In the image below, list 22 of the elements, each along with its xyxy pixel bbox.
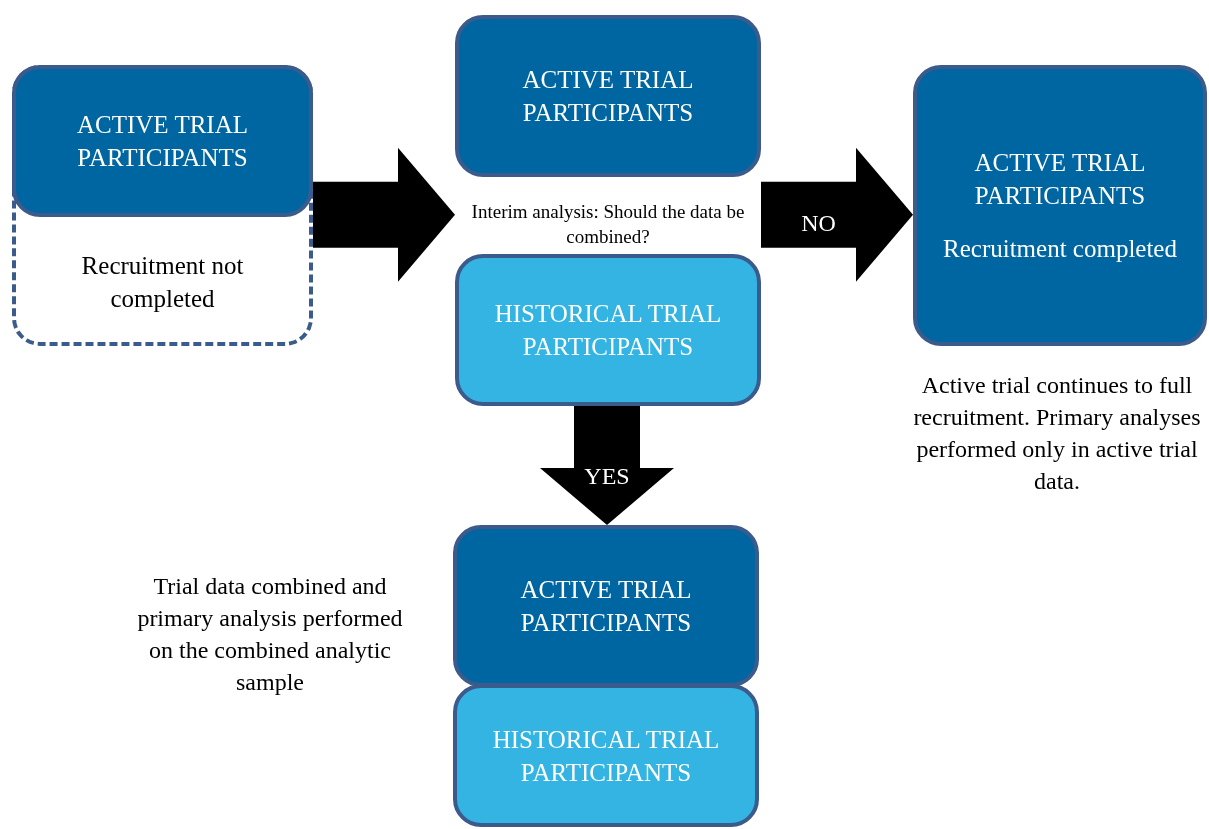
box-text: ACTIVE TRIAL PARTICIPANTS (973, 148, 1147, 211)
caption-text: Active trial continues to full recruitment. Primary analyses performed only in active trial data. (912, 371, 1202, 496)
block-arrow (540, 406, 674, 525)
box-text: ACTIVE TRIAL PARTICIPANTS (75, 110, 249, 173)
process-box (455, 254, 761, 406)
note-text: Trial data combined and primary analysis performed on the combined analytic sample (136, 572, 404, 697)
box-text: HISTORICAL TRIAL PARTICIPANTS (491, 724, 721, 788)
edge-label: YES (584, 462, 630, 490)
box-text: ACTIVE TRIAL PARTICIPANTS (519, 575, 693, 638)
question-text: Interim analysis: Should the data be combined? (470, 200, 746, 249)
box-text: Recruitment not completed (80, 251, 245, 314)
edge-label: NO (801, 209, 836, 237)
process-box (12, 65, 313, 217)
process-box (455, 15, 761, 177)
process-box (453, 684, 759, 827)
block-arrow (313, 147, 455, 282)
box-text: Recruitment completed (942, 234, 1178, 264)
dashed-group-box (12, 65, 313, 346)
box-text: ACTIVE TRIAL PARTICIPANTS (521, 65, 695, 128)
process-box (453, 525, 759, 687)
box-text: HISTORICAL TRIAL PARTICIPANTS (493, 299, 723, 362)
process-box (913, 65, 1207, 346)
